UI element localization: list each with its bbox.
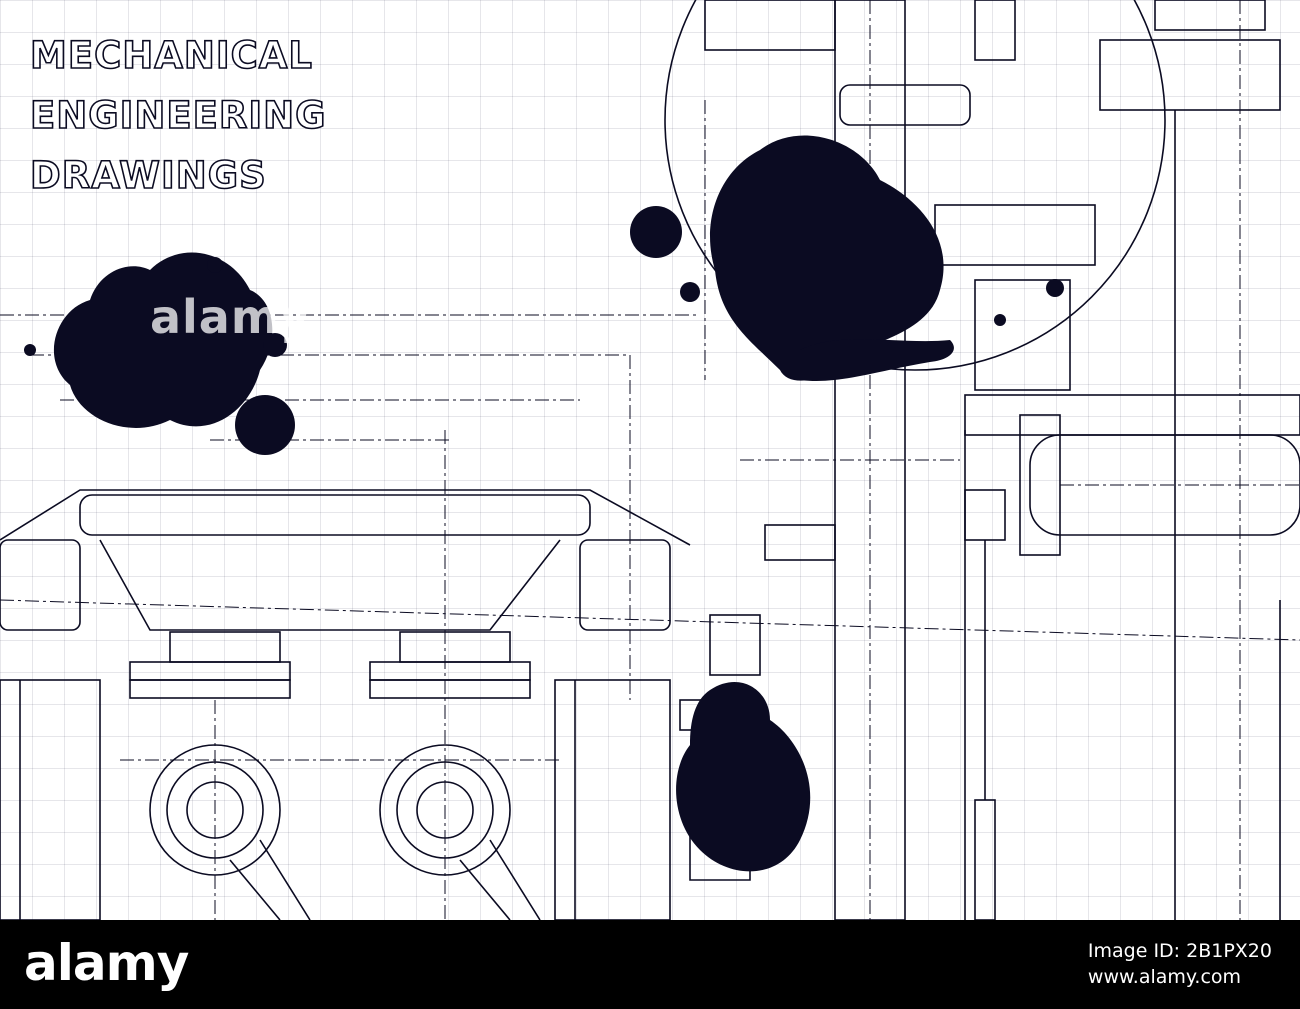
site-url-link[interactable]: www.alamy.com: [1087, 966, 1242, 988]
stock-footer-bar: alamy Image ID: 2B1PX20 www.alamy.com: [0, 920, 1300, 1009]
title-line-1: MECHANICAL: [29, 33, 313, 78]
drawing-title: MECHANICAL ENGINEERING DRAWINGS: [29, 26, 327, 206]
watermark: alamy: [150, 290, 311, 344]
title-line-2: ENGINEERING: [29, 93, 327, 138]
image-info: Image ID: 2B1PX20 www.alamy.com: [1088, 938, 1272, 990]
alamy-logo: alamy: [24, 934, 189, 992]
blueprint-linework: [0, 0, 1300, 920]
image-id: Image ID: 2B1PX20: [1087, 940, 1272, 962]
engineering-drawing: [0, 0, 1300, 920]
title-line-3: DRAWINGS: [29, 153, 267, 198]
